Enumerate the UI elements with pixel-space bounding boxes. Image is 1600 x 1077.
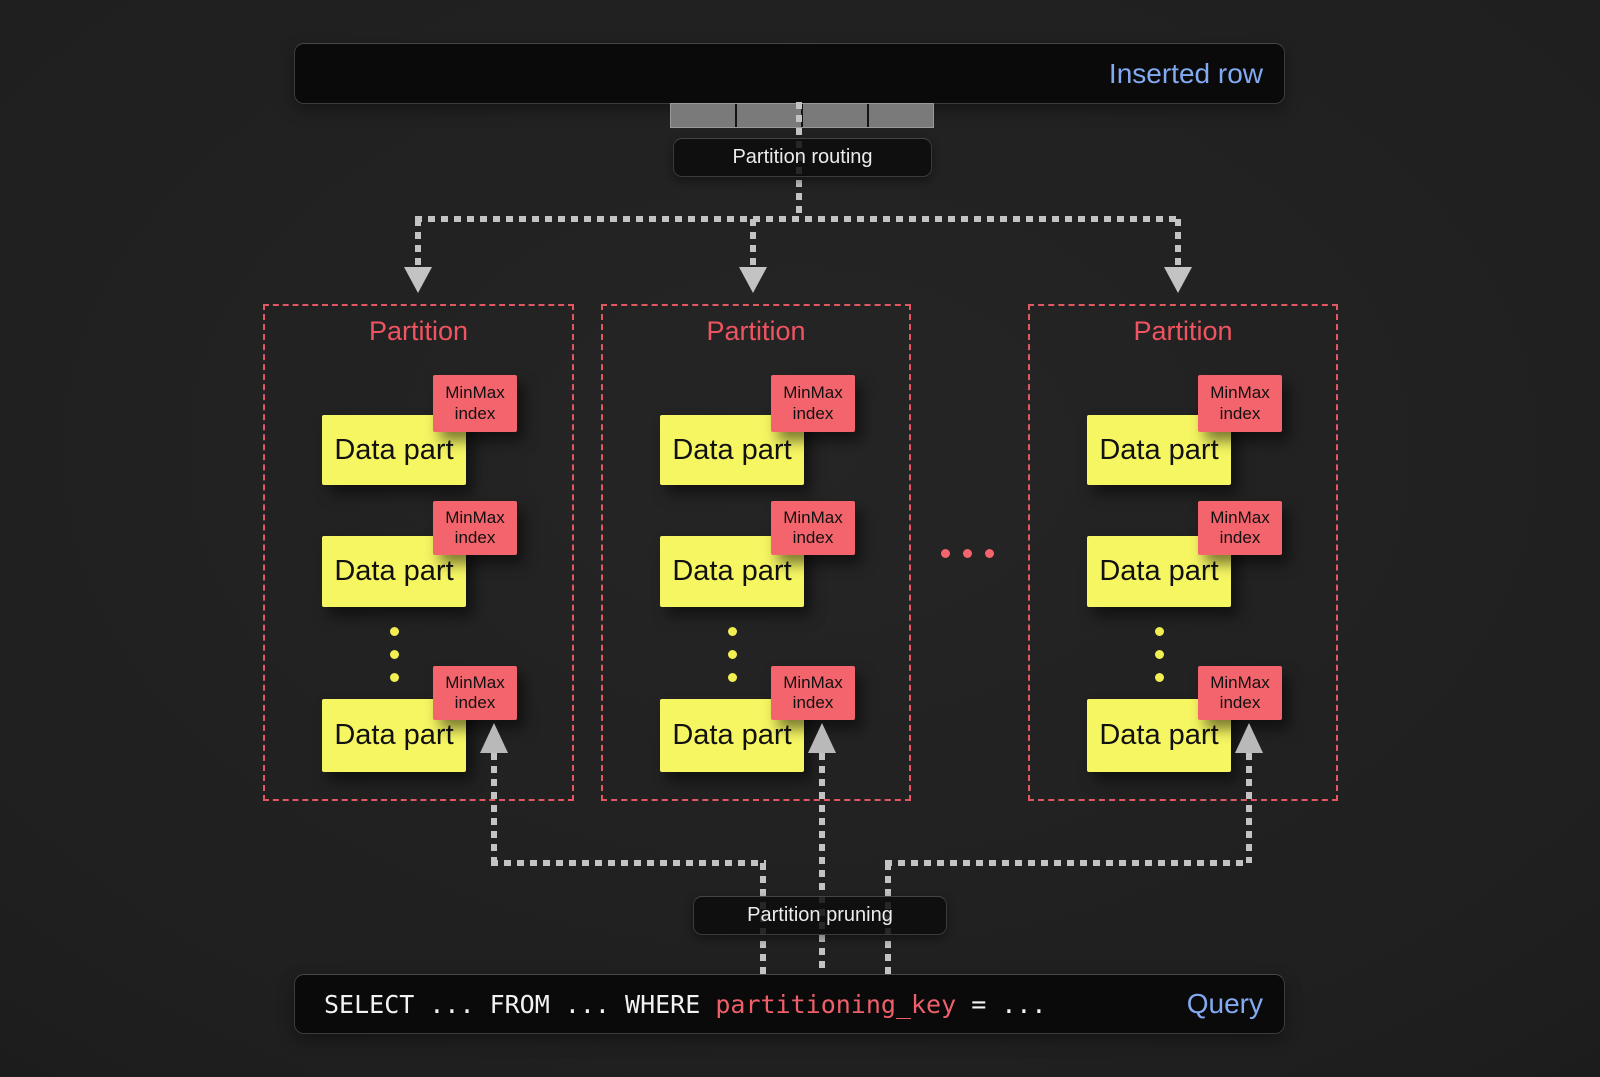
pruning-tail-3 (1246, 753, 1252, 863)
data-part-box: Data part (1087, 415, 1231, 485)
pruning-elbow-right (885, 860, 1249, 866)
minmax-line2: index (1219, 403, 1261, 423)
minmax-line2: index (1219, 528, 1261, 547)
query-box: SELECT ... FROM ... WHERE partitioning_k… (294, 974, 1285, 1034)
branch-stub-2 (750, 219, 756, 267)
arrow-up-icon-2 (808, 723, 836, 753)
more-parts-ellipsis (1155, 627, 1164, 682)
partition-title: Partition (1133, 316, 1233, 346)
minmax-line1: MinMax (445, 383, 505, 403)
minmax-line1: MinMax (783, 507, 843, 527)
inserted-row-label: Inserted row (1108, 57, 1263, 89)
minmax-line2: index (792, 403, 834, 423)
data-part-box: Data part (322, 699, 466, 772)
branch-stub-1 (415, 219, 421, 267)
minmax-index-tag: MinMax index (771, 375, 855, 432)
arrow-down-icon-1 (404, 267, 432, 293)
minmax-index-tag: MinMax index (433, 375, 517, 432)
minmax-line2: index (792, 528, 834, 547)
partition-title: Partition (368, 316, 469, 346)
more-partitions-ellipsis (941, 549, 994, 558)
pruning-tail-2 (819, 753, 825, 974)
row-segment (671, 104, 735, 127)
pruning-elbow-left (491, 860, 766, 866)
row-segment (737, 104, 801, 127)
minmax-index-tag: MinMax index (771, 501, 855, 555)
minmax-line1: MinMax (445, 672, 505, 692)
minmax-line1: MinMax (445, 507, 505, 527)
partition-title: Partition (706, 316, 806, 346)
sql-clause: SELECT ... FROM ... WHERE (324, 989, 716, 1019)
minmax-line2: index (454, 528, 496, 547)
minmax-line1: MinMax (783, 672, 843, 692)
minmax-line1: MinMax (1210, 672, 1270, 692)
minmax-line2: index (792, 693, 834, 712)
minmax-index-tag: MinMax index (433, 666, 517, 720)
partition-pruning-label: Partition pruning (693, 896, 947, 935)
minmax-index-tag: MinMax index (1198, 501, 1282, 555)
arrow-up-icon-3 (1235, 723, 1263, 753)
query-label: Query (1186, 988, 1263, 1019)
minmax-line1: MinMax (1210, 383, 1270, 403)
minmax-index-tag: MinMax index (1198, 375, 1282, 432)
row-segments-bar (670, 103, 934, 128)
partition-pruning-label-text: Partition pruning (747, 904, 893, 926)
row-segment (803, 104, 867, 127)
arrow-down-icon-3 (1164, 267, 1192, 293)
partition-box-1: Partition MinMax index Data part MinMax … (263, 304, 574, 801)
more-parts-ellipsis (728, 627, 737, 682)
partition-routing-label-text: Partition routing (732, 146, 873, 168)
minmax-index-tag: MinMax index (433, 501, 517, 555)
partition-box-2: Partition MinMax index Data part MinMax … (601, 304, 911, 801)
inserted-row-box: Inserted row (294, 43, 1285, 128)
branch-line-horizontal (415, 216, 1181, 222)
row-segment (869, 104, 933, 127)
sql-rest: = ... (956, 989, 1047, 1019)
minmax-line1: MinMax (783, 383, 843, 403)
query-sql: SELECT ... FROM ... WHERE partitioning_k… (324, 975, 1046, 1033)
minmax-line2: index (1219, 693, 1261, 712)
pruning-tail-1 (491, 753, 497, 863)
minmax-line1: MinMax (1210, 507, 1270, 527)
minmax-line2: index (454, 693, 496, 712)
partition-routing-label: Partition routing (673, 138, 932, 177)
minmax-index-tag: MinMax index (771, 666, 855, 720)
arrow-down-icon-2 (739, 267, 767, 293)
sql-partitioning-key: partitioning_key (715, 989, 957, 1019)
branch-stub-3 (1175, 219, 1181, 267)
partition-box-3: Partition MinMax index Data part MinMax … (1028, 304, 1338, 801)
minmax-line2: index (454, 403, 496, 423)
arrow-up-icon-1 (480, 723, 508, 753)
more-parts-ellipsis (390, 627, 399, 682)
minmax-index-tag: MinMax index (1198, 666, 1282, 720)
